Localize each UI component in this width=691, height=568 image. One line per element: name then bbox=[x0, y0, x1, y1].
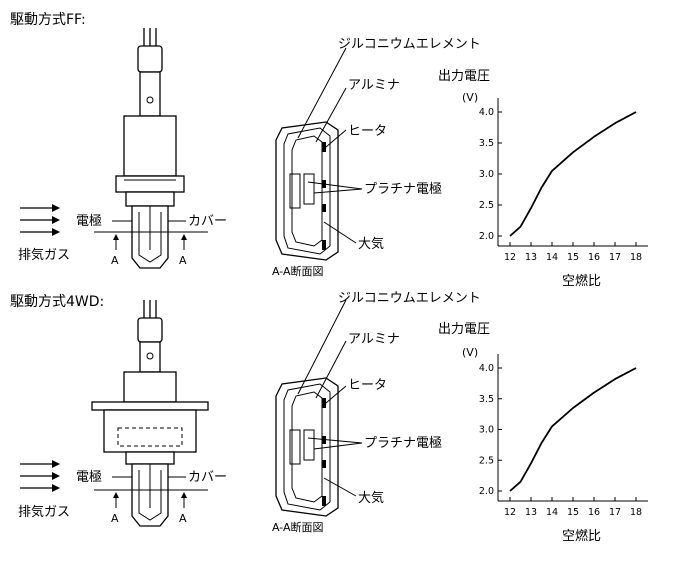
alumina-label: アルミナ bbox=[348, 332, 400, 347]
x-tick-label: 17 bbox=[609, 507, 621, 518]
zirconia-label: ジルコニウムエレメント bbox=[338, 37, 481, 52]
chart-title: 出力電圧 bbox=[438, 69, 490, 84]
y-axis-label: (V) bbox=[462, 91, 478, 104]
cross-section bbox=[275, 47, 363, 261]
heater-label: ヒータ bbox=[348, 124, 387, 139]
platinum-label: プラチナ電極 bbox=[364, 435, 442, 451]
y-tick-label: 4.0 bbox=[479, 363, 494, 374]
x-tick-label: 14 bbox=[546, 507, 558, 518]
section-marker-a: A A bbox=[111, 492, 187, 525]
y-tick-label: 2.5 bbox=[479, 455, 494, 466]
exhaust-label: 排気ガス bbox=[18, 247, 70, 263]
x-tick-label: 13 bbox=[525, 252, 537, 263]
exhaust-label: 排気ガス bbox=[18, 504, 70, 520]
x-tick-label: 16 bbox=[588, 252, 600, 263]
x-tick-label: 12 bbox=[504, 252, 516, 263]
zirconia-label: ジルコニウムエレメント bbox=[338, 291, 481, 306]
atmosphere-label: 大気 bbox=[358, 236, 384, 252]
x-tick-label: 16 bbox=[588, 507, 600, 518]
y-tick-label: 2.0 bbox=[479, 486, 494, 497]
section-ff: 駆動方式FF: 電極 カバー 排気 bbox=[10, 12, 648, 289]
svg-text:A: A bbox=[179, 254, 187, 267]
cover-label: カバー bbox=[188, 470, 227, 485]
sensor-drawing bbox=[94, 28, 208, 269]
y-tick-label: 3.5 bbox=[479, 394, 494, 405]
x-tick-label: 17 bbox=[609, 252, 621, 263]
sensor-drawing bbox=[91, 300, 209, 527]
svg-text:A: A bbox=[179, 512, 187, 525]
exhaust-arrows bbox=[20, 460, 60, 492]
x-tick-label: 13 bbox=[525, 507, 537, 518]
x-axis-label: 空燃比 bbox=[562, 528, 601, 544]
platinum-label: プラチナ電極 bbox=[364, 181, 442, 197]
section-marker-a: A A bbox=[111, 234, 187, 267]
y-tick-label: 3.0 bbox=[479, 169, 494, 180]
y-tick-label: 2.0 bbox=[479, 231, 494, 242]
section-caption: A-A断面図 bbox=[272, 264, 324, 278]
y-tick-label: 3.5 bbox=[479, 138, 494, 149]
y-tick-label: 4.0 bbox=[479, 107, 494, 118]
output-voltage-chart: 出力電圧 (V) 空燃比 2.0 2.5 3.0 3.5 4.0 12 13 14 15 16 17 18 bbox=[438, 69, 648, 289]
x-tick-label: 18 bbox=[630, 507, 642, 518]
output-voltage-curve bbox=[509, 367, 637, 492]
x-tick-label: 18 bbox=[630, 252, 642, 263]
y-tick-label: 3.0 bbox=[479, 425, 494, 436]
alumina-label: アルミナ bbox=[348, 78, 400, 93]
section-4wd: 駆動方式4WD: 電極 カバー 排気ガス bbox=[10, 291, 648, 544]
cover-label: カバー bbox=[188, 214, 227, 229]
x-tick-label: 15 bbox=[567, 507, 579, 518]
output-voltage-curve bbox=[509, 111, 637, 237]
section-caption: A-A断面図 bbox=[272, 520, 324, 534]
electrode-label: 電極 bbox=[76, 469, 102, 485]
exhaust-arrows bbox=[20, 204, 60, 236]
x-tick-label: 12 bbox=[504, 507, 516, 518]
x-tick-label: 15 bbox=[567, 252, 579, 263]
y-axis-label: (V) bbox=[462, 346, 478, 359]
y-tick-label: 2.5 bbox=[479, 200, 494, 211]
svg-text:A: A bbox=[111, 512, 119, 525]
output-voltage-chart: 出力電圧 (V) 空燃比 2.0 2.5 3.0 3.5 4.0 12 13 14 15 16 17 18 bbox=[438, 322, 648, 544]
atmosphere-label: 大気 bbox=[358, 490, 384, 506]
section-title: 駆動方式4WD: bbox=[10, 294, 104, 310]
heater-label: ヒータ bbox=[348, 378, 387, 393]
chart-title: 出力電圧 bbox=[438, 322, 490, 337]
cross-section bbox=[275, 299, 363, 517]
x-axis-label: 空燃比 bbox=[562, 273, 601, 289]
x-tick-label: 14 bbox=[546, 252, 558, 263]
section-title: 駆動方式FF: bbox=[10, 12, 86, 28]
electrode-label: 電極 bbox=[76, 213, 102, 229]
svg-text:A: A bbox=[111, 254, 119, 267]
